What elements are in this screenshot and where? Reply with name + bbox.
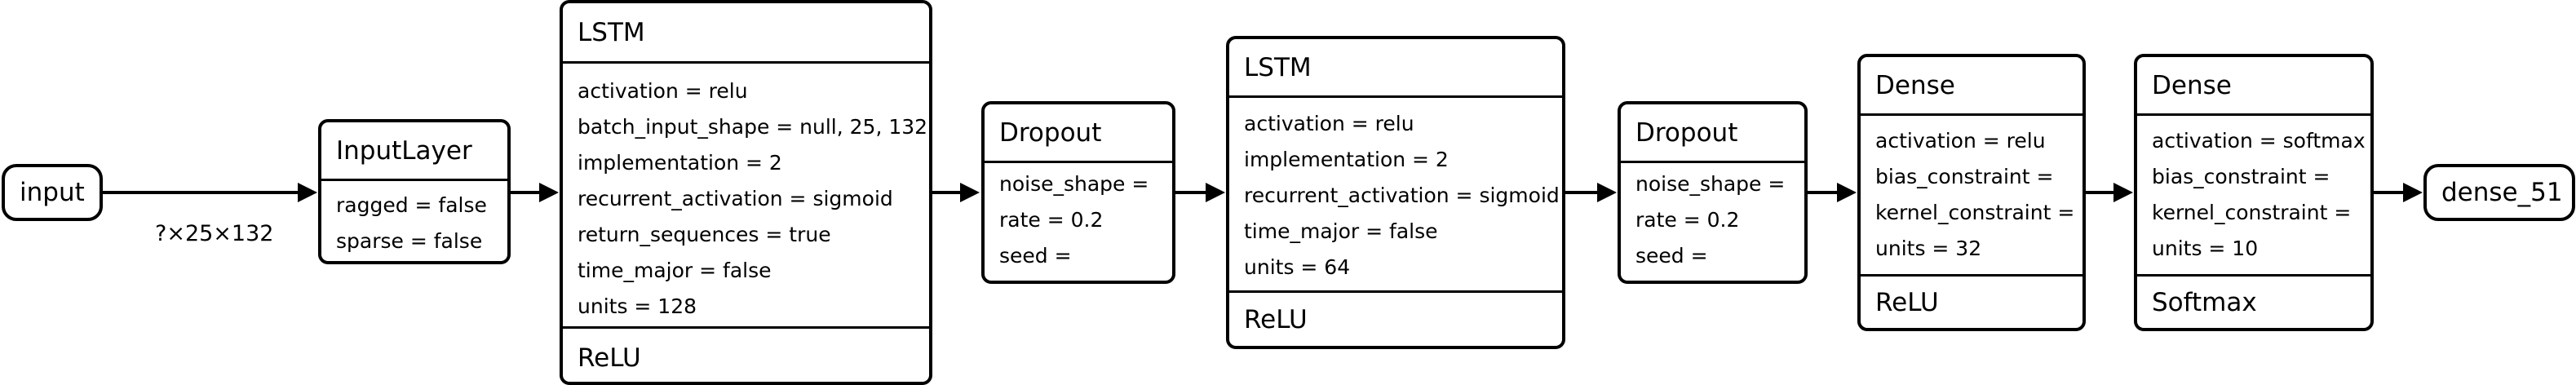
layer-attribute: implementation = 2 xyxy=(578,151,782,175)
layer-attributes: activation = relu bias_constraint = kern… xyxy=(1861,116,2082,274)
layer-attribute: time_major = false xyxy=(1244,219,1438,243)
layer-title: LSTM xyxy=(563,3,929,64)
layer-dropout-2: Dropout noise_shape = rate = 0.2 seed = xyxy=(1618,101,1808,284)
layer-attribute: return_sequences = true xyxy=(578,223,831,246)
layer-attribute: rate = 0.2 xyxy=(999,208,1104,232)
layer-attribute: units = 32 xyxy=(1875,237,1982,260)
layer-title: InputLayer xyxy=(321,122,507,181)
layer-attribute: units = 128 xyxy=(578,294,697,318)
layer-attribute: units = 10 xyxy=(2152,237,2259,260)
layer-attribute: kernel_constraint = xyxy=(1875,201,2075,224)
layer-attribute: ragged = false xyxy=(336,193,487,217)
layer-attribute: rate = 0.2 xyxy=(1635,208,1740,232)
layer-attribute: recurrent_activation = sigmoid xyxy=(1244,184,1560,207)
layer-attribute: noise_shape = xyxy=(999,172,1149,196)
layer-attribute: activation = softmax xyxy=(2152,129,2366,153)
layer-title: Dense xyxy=(1861,57,2082,116)
layer-attribute: sparse = false xyxy=(336,229,483,253)
layer-title: Dropout xyxy=(1621,104,1804,163)
layer-attributes: activation = relu implementation = 2 rec… xyxy=(1229,98,1562,290)
layer-attribute: time_major = false xyxy=(578,259,772,282)
layer-attribute: kernel_constraint = xyxy=(2152,201,2352,224)
layer-attribute: implementation = 2 xyxy=(1244,148,1449,171)
layer-attribute: activation = relu xyxy=(1244,112,1414,135)
input-node-label: input xyxy=(20,177,85,207)
layer-attribute: batch_input_shape = null, 25, 132 xyxy=(578,115,928,139)
layer-lstm-2: LSTM activation = relu implementation = … xyxy=(1226,36,1565,349)
layer-title: Dropout xyxy=(985,104,1172,163)
layer-attribute: bias_constraint = xyxy=(2152,165,2330,188)
layer-title: Dense xyxy=(2137,57,2370,116)
layer-attribute: bias_constraint = xyxy=(1875,165,2054,188)
layer-attributes: activation = softmax bias_constraint = k… xyxy=(2137,116,2370,274)
layer-inputlayer: InputLayer ragged = false sparse = false xyxy=(318,119,511,264)
layer-attributes: activation = relu batch_input_shape = nu… xyxy=(563,64,929,326)
layer-attributes: ragged = false sparse = false xyxy=(321,181,507,261)
output-node-label: dense_51 xyxy=(2441,177,2563,207)
layer-attribute: units = 64 xyxy=(1244,255,1351,279)
layer-attribute: seed = xyxy=(999,244,1072,268)
layer-title: LSTM xyxy=(1229,39,1562,98)
input-node: input xyxy=(2,164,103,221)
layer-activation: ReLU xyxy=(563,326,929,382)
layer-attribute: activation = relu xyxy=(1875,129,2046,153)
layer-activation: ReLU xyxy=(1861,274,2082,328)
layer-attributes: noise_shape = rate = 0.2 seed = xyxy=(1621,163,1804,281)
layer-attributes: noise_shape = rate = 0.2 seed = xyxy=(985,163,1172,281)
layer-attribute: seed = xyxy=(1635,244,1708,268)
layer-attribute: recurrent_activation = sigmoid xyxy=(578,187,893,210)
layer-lstm-1: LSTM activation = relu batch_input_shape… xyxy=(560,0,932,385)
layer-attribute: activation = relu xyxy=(578,79,748,103)
layer-attribute: noise_shape = xyxy=(1635,172,1786,196)
layer-activation: ReLU xyxy=(1229,290,1562,346)
input-shape-label: ?×25×132 xyxy=(155,221,274,246)
layer-dense-2: Dense activation = softmax bias_constrai… xyxy=(2134,54,2374,331)
layer-activation: Softmax xyxy=(2137,274,2370,328)
layer-dense-1: Dense activation = relu bias_constraint … xyxy=(1857,54,2086,331)
layer-dropout-1: Dropout noise_shape = rate = 0.2 seed = xyxy=(981,101,1175,284)
output-node: dense_51 xyxy=(2423,164,2575,221)
